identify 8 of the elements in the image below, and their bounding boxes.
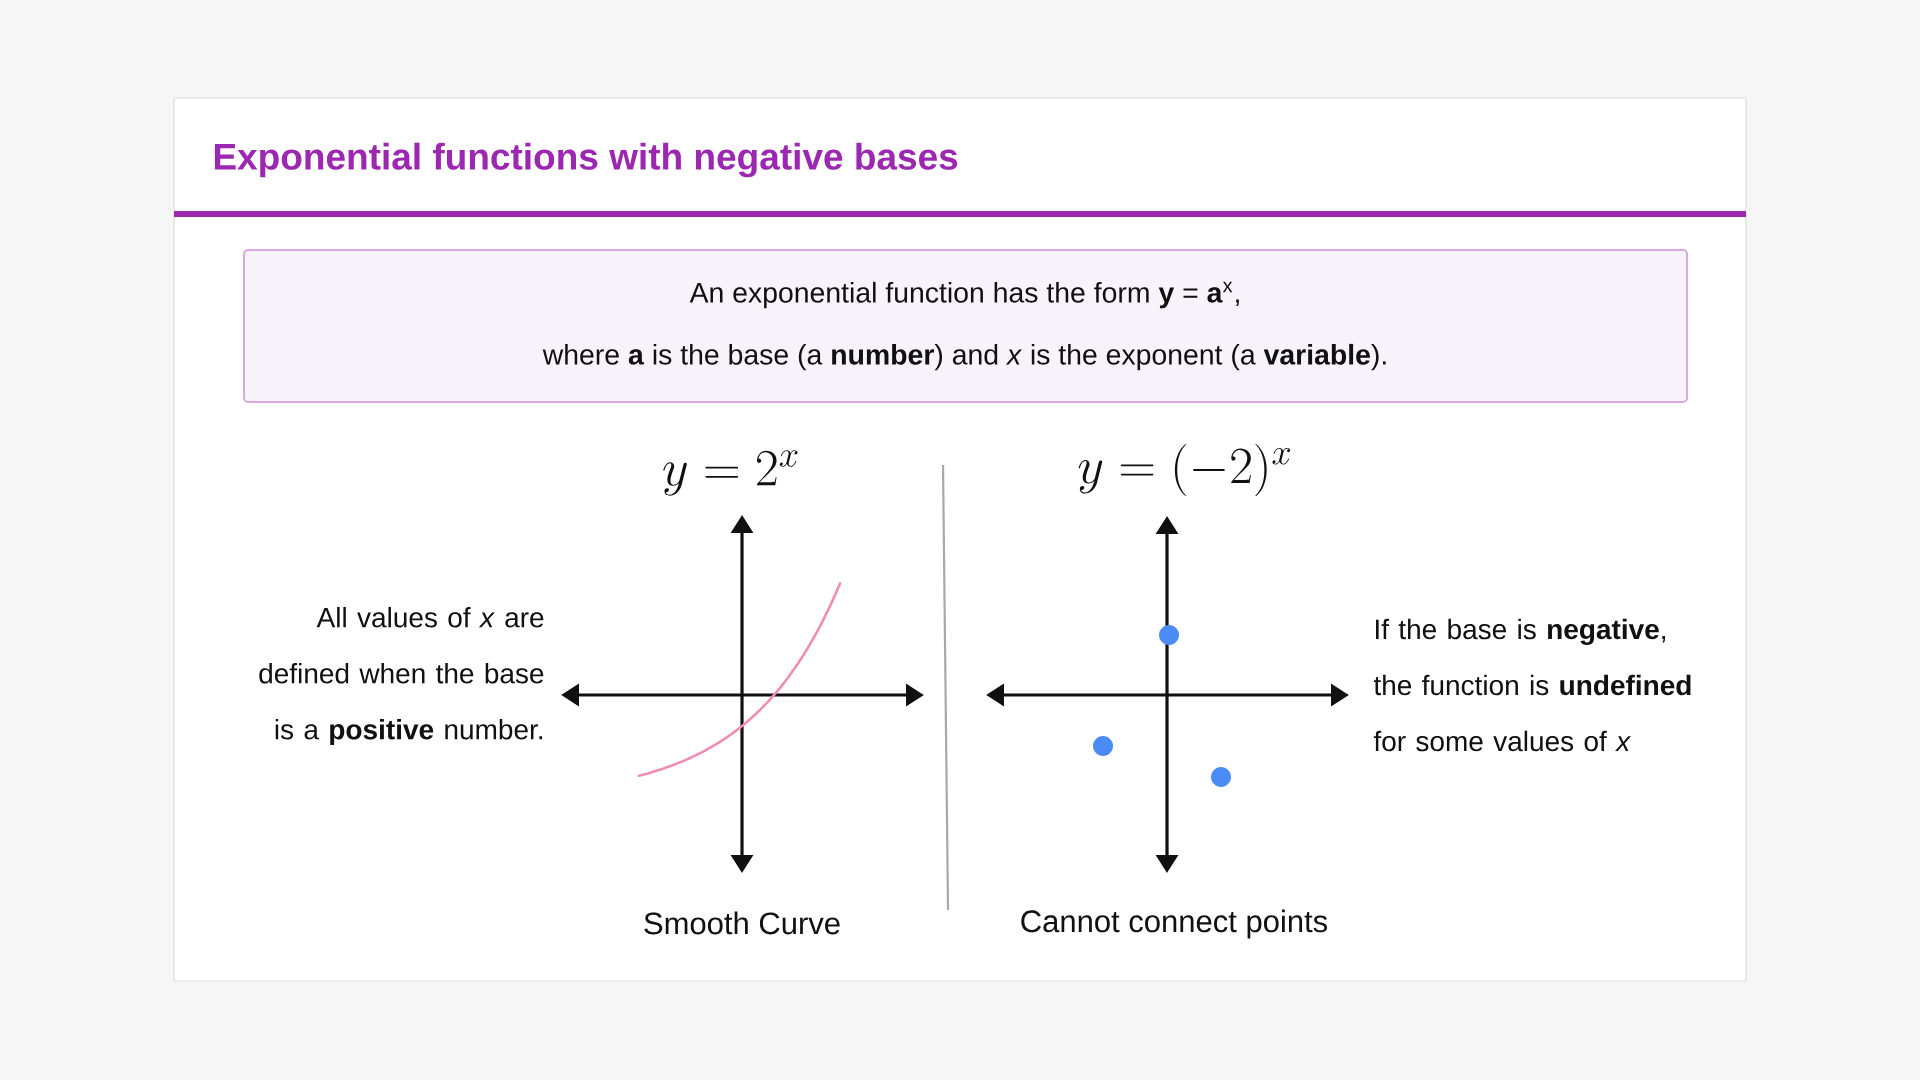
graph-caption: Smooth Curve: [644, 911, 840, 935]
function-formula: $y = 2^{x}$: [663, 450, 798, 496]
function-formula: $y = (-2)^{x}$: [1078, 444, 1291, 496]
title: Exponential functions with negative bases: [214, 142, 958, 178]
note-text: All values of x are defined when the base is a positive number.: [259, 606, 544, 746]
note-text: If the base is negative, the function is undefined for some values of x: [1373, 618, 1691, 752]
graph-caption: Cannot connect points: [1021, 909, 1328, 939]
definition-box: An exponential function has the form y = a$^{x}$, where a is the base (a number) and x is the exponent (a variable).: [243, 249, 1688, 403]
